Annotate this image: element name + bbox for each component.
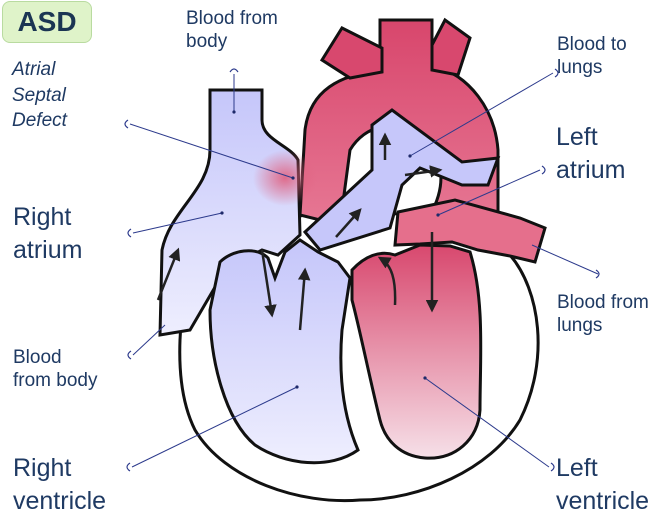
leader-hooks [124, 68, 600, 472]
label-line: atrium [556, 155, 626, 184]
label-line: Right [13, 454, 72, 482]
asd-label-line: Septal [12, 84, 66, 106]
blood-from-body-bottom-label: Blood from body [13, 346, 97, 392]
left-atrium-chamber [393, 198, 547, 264]
leader-dots [220, 110, 440, 389]
blood-to-lungs-label: Blood to lungs [557, 33, 627, 79]
flow-arrows [156, 132, 443, 331]
label-line: ventricle [556, 486, 650, 515]
blood-from-body-top-label: Blood from body [186, 7, 278, 53]
label-line: ventricle [13, 486, 107, 515]
right-ventricle-chamber [208, 238, 360, 465]
aorta-branch-right [430, 17, 472, 77]
asd-label: Atrial Septal Defect [12, 57, 67, 134]
asd-label-line: Defect [12, 110, 67, 132]
left-atrium-label: Left atrium [556, 121, 625, 186]
superior-vena-cava [158, 88, 302, 337]
right-atrium-label: Right atrium [13, 201, 82, 266]
label-line: Left [556, 123, 598, 151]
label-line: Blood from [557, 292, 649, 313]
asd-glow [253, 150, 317, 206]
blood-from-lungs-label: Blood from lungs [557, 291, 649, 337]
label-line: Blood [13, 347, 62, 368]
label-line: from body [13, 370, 98, 392]
label-line: Right [13, 203, 72, 231]
label-line: atrium [13, 235, 83, 264]
label-line: body [186, 31, 228, 53]
label-line: Blood to [557, 34, 627, 55]
asd-label-line: Atrial [12, 59, 56, 80]
left-ventricle-label: Left ventricle [556, 452, 649, 517]
label-line: lungs [557, 315, 603, 337]
label-line: lungs [557, 57, 603, 79]
label-line: Blood from [186, 8, 278, 29]
right-ventricle-label: Right ventricle [13, 452, 106, 517]
aorta-branch-left [319, 26, 384, 80]
leader-lines [129, 72, 599, 468]
asd-badge: ASD [2, 1, 92, 43]
label-line: Left [556, 454, 598, 482]
